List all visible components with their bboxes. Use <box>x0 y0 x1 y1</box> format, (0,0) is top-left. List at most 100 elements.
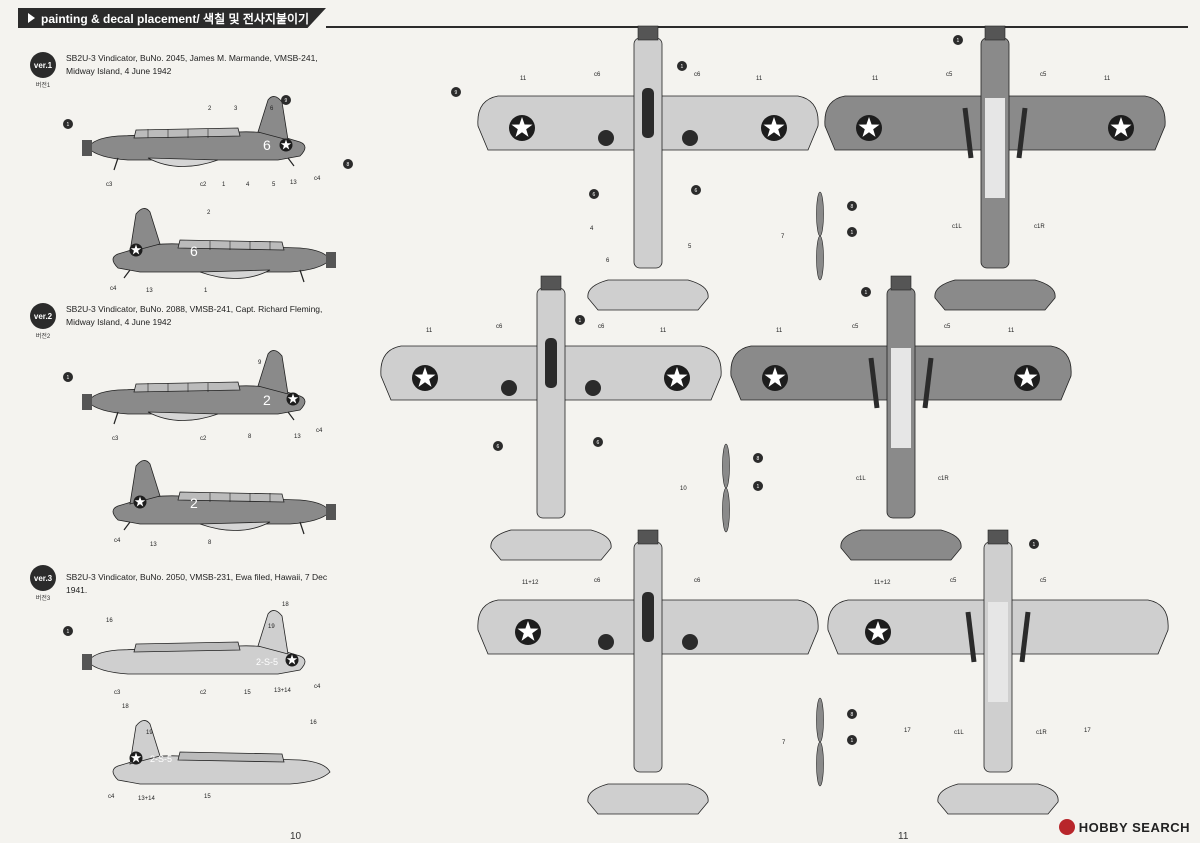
svg-text:3: 3 <box>234 106 238 112</box>
svg-text:11: 11 <box>660 328 667 334</box>
svg-text:1: 1 <box>67 122 70 128</box>
svg-text:13: 13 <box>150 542 157 548</box>
side-profile-v2-right <box>112 459 337 535</box>
svg-text:17: 17 <box>904 728 911 734</box>
svg-text:8: 8 <box>208 540 212 546</box>
svg-text:6: 6 <box>270 106 274 112</box>
svg-text:1: 1 <box>204 288 208 294</box>
svg-text:c6: c6 <box>594 72 601 78</box>
fuselage-code: 2 <box>263 392 271 408</box>
svg-text:c2: c2 <box>200 436 207 442</box>
svg-text:8: 8 <box>757 456 760 462</box>
svg-text:6: 6 <box>497 444 500 450</box>
svg-text:16: 16 <box>310 720 317 726</box>
svg-text:11: 11 <box>1008 328 1015 334</box>
svg-text:c4: c4 <box>110 286 117 292</box>
svg-text:15: 15 <box>244 690 251 696</box>
marker-badges: 1 9 8 1 1 9 1 6 6 1 8 1 1 1 6 6 8 1 1 8 … <box>63 35 1039 745</box>
propeller-v2 <box>722 443 730 533</box>
side-profile-v3-left: 2-S-5 <box>82 610 306 675</box>
fuselage-code: 2-S-5 <box>150 754 172 764</box>
svg-text:6: 6 <box>593 192 596 198</box>
svg-text:c5: c5 <box>852 324 859 330</box>
svg-text:13+14: 13+14 <box>138 796 156 802</box>
propeller-v3 <box>816 697 824 787</box>
svg-text:c2: c2 <box>200 690 207 696</box>
underside-view-v2 <box>380 275 722 561</box>
svg-text:1: 1 <box>222 182 226 188</box>
svg-text:c5: c5 <box>1040 578 1047 584</box>
page-number-left: 10 <box>290 831 302 842</box>
svg-text:c5: c5 <box>1040 72 1047 78</box>
svg-text:6: 6 <box>597 440 600 446</box>
svg-text:11: 11 <box>776 328 783 334</box>
svg-text:2: 2 <box>207 210 211 216</box>
svg-text:19: 19 <box>268 624 275 630</box>
svg-text:19: 19 <box>146 730 153 736</box>
svg-text:15: 15 <box>204 794 211 800</box>
svg-text:9: 9 <box>455 90 458 96</box>
fuselage-code: 2-S-5 <box>256 657 278 667</box>
fuselage-code: 6 <box>263 137 271 153</box>
hobby-search-logo-icon <box>1058 819 1075 835</box>
svg-text:c6: c6 <box>598 324 605 330</box>
watermark: HOBBY SEARCH <box>1058 819 1190 835</box>
svg-text:c3: c3 <box>106 182 113 188</box>
svg-text:6: 6 <box>606 258 610 264</box>
topside-view-v3 <box>827 529 1169 815</box>
svg-text:11+12: 11+12 <box>874 580 891 586</box>
svg-text:8: 8 <box>248 434 252 440</box>
svg-text:c6: c6 <box>694 578 701 584</box>
svg-text:1: 1 <box>851 738 854 744</box>
version-badge: ver.3 <box>30 565 56 591</box>
side-profile-v2-left: 2 <box>81 349 306 425</box>
svg-text:9: 9 <box>285 98 288 104</box>
underside-view-v3 <box>477 529 819 815</box>
svg-text:13+14: 13+14 <box>274 688 292 694</box>
underside-view-v1 <box>477 25 819 311</box>
svg-text:7: 7 <box>781 234 785 240</box>
side-profile-v3-right <box>112 720 331 785</box>
section-title: painting & decal placement/ 색칠 및 전사지붙이기 <box>41 11 310 26</box>
svg-text:18: 18 <box>282 602 289 608</box>
right-callouts: 11 c6 c6 11 4 5 6 11 c5 c5 11 c1L c1R 7 … <box>426 72 1111 746</box>
svg-text:8: 8 <box>851 204 854 210</box>
svg-text:c4: c4 <box>314 176 321 182</box>
propeller-v1 <box>816 191 824 281</box>
triangle-icon <box>28 13 35 23</box>
svg-text:1: 1 <box>67 629 70 635</box>
header-rule <box>326 26 1188 28</box>
topside-view-v2 <box>730 275 1072 561</box>
svg-text:4: 4 <box>246 182 250 188</box>
svg-text:c5: c5 <box>950 578 957 584</box>
svg-text:1: 1 <box>67 375 70 381</box>
svg-text:13: 13 <box>146 288 153 294</box>
svg-text:1: 1 <box>1033 542 1036 548</box>
svg-text:5: 5 <box>272 182 276 188</box>
version-caption: SB2U-3 Vindicator, BuNo. 2050, VMSB-231,… <box>66 572 328 595</box>
svg-text:1: 1 <box>851 230 854 236</box>
svg-text:11: 11 <box>756 76 763 82</box>
svg-text:c5: c5 <box>944 324 951 330</box>
svg-text:11+12: 11+12 <box>522 580 539 586</box>
svg-text:c4: c4 <box>316 428 323 434</box>
svg-text:c5: c5 <box>946 72 953 78</box>
svg-text:5: 5 <box>688 244 692 250</box>
fuselage-code: 6 <box>190 243 198 259</box>
svg-text:18: 18 <box>122 704 129 710</box>
fuselage-code: 2 <box>190 495 198 511</box>
svg-text:11: 11 <box>426 328 433 334</box>
svg-text:4: 4 <box>590 226 594 232</box>
version-badge: ver.1 <box>30 52 56 78</box>
svg-text:c3: c3 <box>112 436 119 442</box>
svg-text:13: 13 <box>294 434 301 440</box>
svg-text:1: 1 <box>579 318 582 324</box>
svg-text:c4: c4 <box>314 684 321 690</box>
svg-text:7: 7 <box>782 740 786 746</box>
svg-text:1: 1 <box>681 64 684 70</box>
svg-text:c1L: c1L <box>856 476 866 482</box>
version-badge-sub: 버전1 <box>35 83 51 89</box>
section-header: painting & decal placement/ 색칠 및 전사지붙이기 <box>18 8 326 28</box>
version-caption: SB2U-3 Vindicator, BuNo. 2088, VMSB-241,… <box>66 304 323 327</box>
svg-text:c6: c6 <box>496 324 503 330</box>
